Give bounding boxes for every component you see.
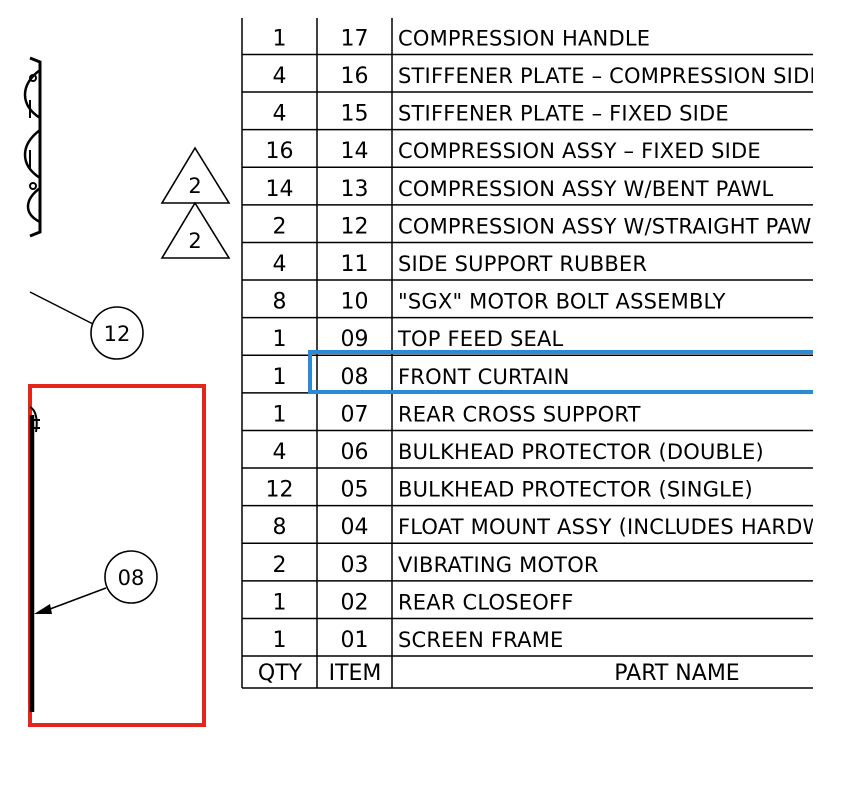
item-cell: 12 [341, 214, 369, 239]
table-row: 1 01 SCREEN FRAME [273, 628, 564, 653]
item-cell: 10 [341, 290, 369, 315]
revision-triangle-2: 2 [160, 201, 231, 259]
qty-cell: 4 [273, 440, 287, 465]
table-row: 16 14 COMPRESSION ASSY – FIXED SIDE [266, 139, 761, 164]
item-cell: 08 [341, 365, 369, 390]
qty-cell: 16 [266, 139, 294, 164]
revision-triangle-1-label: 2 [188, 174, 201, 198]
part-name-cell: "SGX" MOTOR BOLT ASSEMBLY [398, 290, 726, 314]
part-name-cell: COMPRESSION ASSY W/BENT PAWL [398, 177, 774, 201]
item-cell: 17 [341, 26, 369, 51]
part-name-cell: FRONT CURTAIN [398, 365, 570, 389]
table-row: 1 02 REAR CLOSEOFF [273, 590, 574, 615]
qty-cell: 4 [273, 252, 287, 277]
qty-cell: 1 [273, 327, 287, 352]
part-name-cell: SCREEN FRAME [398, 628, 563, 652]
header-qty: QTY [258, 661, 303, 686]
item-cell: 03 [341, 553, 369, 578]
part-name-cell: COMPRESSION ASSY – FIXED SIDE [398, 139, 761, 163]
header-part-name: PART NAME [614, 661, 739, 686]
part-name-cell: REAR CROSS SUPPORT [398, 402, 641, 426]
item-cell: 11 [341, 252, 369, 277]
item-cell: 16 [341, 64, 369, 89]
item-cell: 01 [341, 628, 369, 653]
qty-cell: 1 [273, 365, 287, 390]
top-left-part-fragment [23, 56, 42, 238]
qty-cell: 14 [266, 177, 294, 202]
qty-cell: 2 [273, 553, 287, 578]
table-row: 4 15 STIFFENER PLATE – FIXED SIDE [273, 102, 729, 127]
qty-cell: 1 [273, 402, 287, 427]
qty-cell: 8 [273, 290, 287, 315]
item-cell: 07 [341, 402, 369, 427]
table-row: 8 04 FLOAT MOUNT ASSY (INCLUDES HARDWARE) [273, 515, 843, 540]
header-item: ITEM [329, 661, 382, 686]
part-name-cell: STIFFENER PLATE – COMPRESSION SIDE [398, 64, 823, 88]
table-row: 4 06 BULKHEAD PROTECTOR (DOUBLE) [273, 440, 764, 465]
part-name-cell: COMPRESSION ASSY W/STRAIGHT PAWL [398, 214, 823, 238]
item-cell: 05 [341, 478, 369, 503]
item-cell: 13 [341, 177, 369, 202]
table-row: 1 07 REAR CROSS SUPPORT [273, 402, 641, 427]
qty-cell: 1 [273, 26, 287, 51]
qty-cell: 8 [273, 515, 287, 540]
table-row: 14 13 COMPRESSION ASSY W/BENT PAWL [266, 177, 774, 202]
table-row: 8 10 "SGX" MOTOR BOLT ASSEMBLY [273, 290, 726, 315]
table-row: 1 09 TOP FEED SEAL [273, 327, 564, 352]
callout-12-label: 12 [104, 322, 131, 346]
part-name-cell: BULKHEAD PROTECTOR (SINGLE) [398, 478, 753, 502]
qty-cell: 4 [273, 64, 287, 89]
part-name-cell: SIDE SUPPORT RUBBER [398, 252, 647, 276]
qty-cell: 2 [273, 214, 287, 239]
table-header-row: QTY ITEM PART NAME [258, 661, 740, 686]
part-name-cell: TOP FEED SEAL [397, 327, 564, 351]
callout-balloon-12: 12 [29, 291, 144, 360]
part-name-cell: REAR CLOSEOFF [398, 590, 574, 614]
item-cell: 14 [341, 139, 369, 164]
callout-balloon-08: 08 [34, 550, 158, 614]
item-cell: 15 [341, 102, 369, 127]
selected-row-highlight [308, 350, 813, 394]
item-cell: 04 [341, 515, 369, 540]
item-cell: 02 [341, 590, 369, 615]
item-cell: 09 [341, 327, 369, 352]
part-name-cell: STIFFENER PLATE – FIXED SIDE [398, 102, 729, 126]
revision-triangle-2-label: 2 [188, 229, 201, 253]
part-name-cell: BULKHEAD PROTECTOR (DOUBLE) [398, 440, 764, 464]
qty-cell: 4 [273, 102, 287, 127]
qty-cell: 1 [273, 628, 287, 653]
qty-cell: 12 [266, 478, 294, 503]
part-name-cell: FLOAT MOUNT ASSY (INCLUDES HARDWARE) [398, 515, 843, 539]
table-row: 2 12 COMPRESSION ASSY W/STRAIGHT PAWL [273, 214, 823, 239]
table-row: 2 03 VIBRATING MOTOR [273, 553, 599, 578]
front-curtain-highlight [28, 384, 206, 727]
revision-triangle-1: 2 [160, 146, 231, 204]
table-row: 4 16 STIFFENER PLATE – COMPRESSION SIDE [273, 64, 823, 89]
table-row: 4 11 SIDE SUPPORT RUBBER [273, 252, 648, 277]
part-name-cell: COMPRESSION HANDLE [398, 26, 650, 50]
qty-cell: 1 [273, 590, 287, 615]
callout-08-label: 08 [118, 566, 145, 590]
table-row: 1 08 FRONT CURTAIN [273, 365, 570, 390]
item-cell: 06 [341, 440, 369, 465]
table-row: 12 05 BULKHEAD PROTECTOR (SINGLE) [266, 478, 753, 503]
part-name-cell: VIBRATING MOTOR [398, 553, 599, 577]
table-row: 1 17 COMPRESSION HANDLE [273, 26, 651, 51]
